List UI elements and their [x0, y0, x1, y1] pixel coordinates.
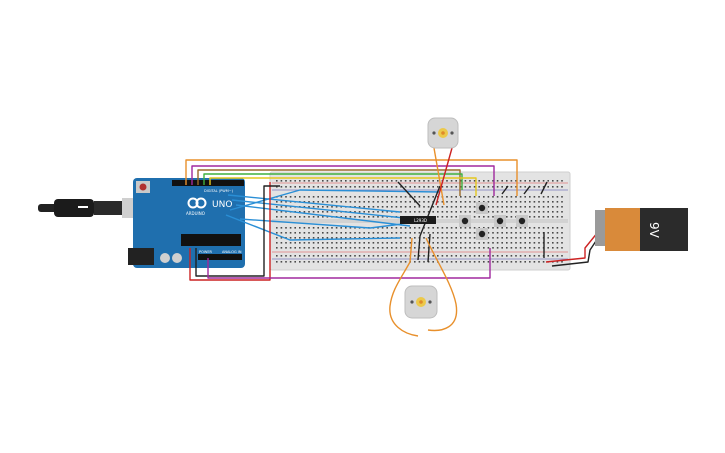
- wires: [185, 147, 599, 337]
- power-jack: [128, 248, 154, 265]
- battery-cap: [640, 208, 688, 251]
- driver-chip-label: L293D: [414, 218, 427, 223]
- uno-logo-text: UNO: [212, 200, 232, 210]
- push-button-1: [459, 215, 471, 227]
- battery-label: 9V: [647, 222, 661, 239]
- dc-motor-bottom: [404, 285, 438, 319]
- power-label: POWER: [199, 250, 213, 254]
- push-button-2: [476, 202, 488, 214]
- push-button-5: [516, 215, 528, 227]
- push-buttons: [459, 202, 528, 240]
- push-button-4: [476, 228, 488, 240]
- usb-cable: [38, 198, 142, 218]
- arduino-logo-icon: [187, 197, 207, 209]
- driver-chip: L293D: [400, 216, 436, 224]
- digital-label: DIGITAL (PWM~): [204, 189, 234, 193]
- arduino-uno: UNO ARDUINO DIGITAL (PWM~) POWER ANALOG …: [128, 178, 245, 268]
- atmega-chip: [181, 234, 241, 246]
- battery-body: [605, 208, 640, 251]
- analog-header: [198, 254, 242, 260]
- dc-motor-top: [427, 117, 459, 149]
- battery-9v: 9V: [595, 208, 688, 251]
- digital-header: [172, 180, 244, 186]
- arduino-brand-text: ARDUINO: [186, 211, 205, 216]
- analog-label: ANALOG IN: [222, 250, 242, 254]
- push-button-3: [494, 215, 506, 227]
